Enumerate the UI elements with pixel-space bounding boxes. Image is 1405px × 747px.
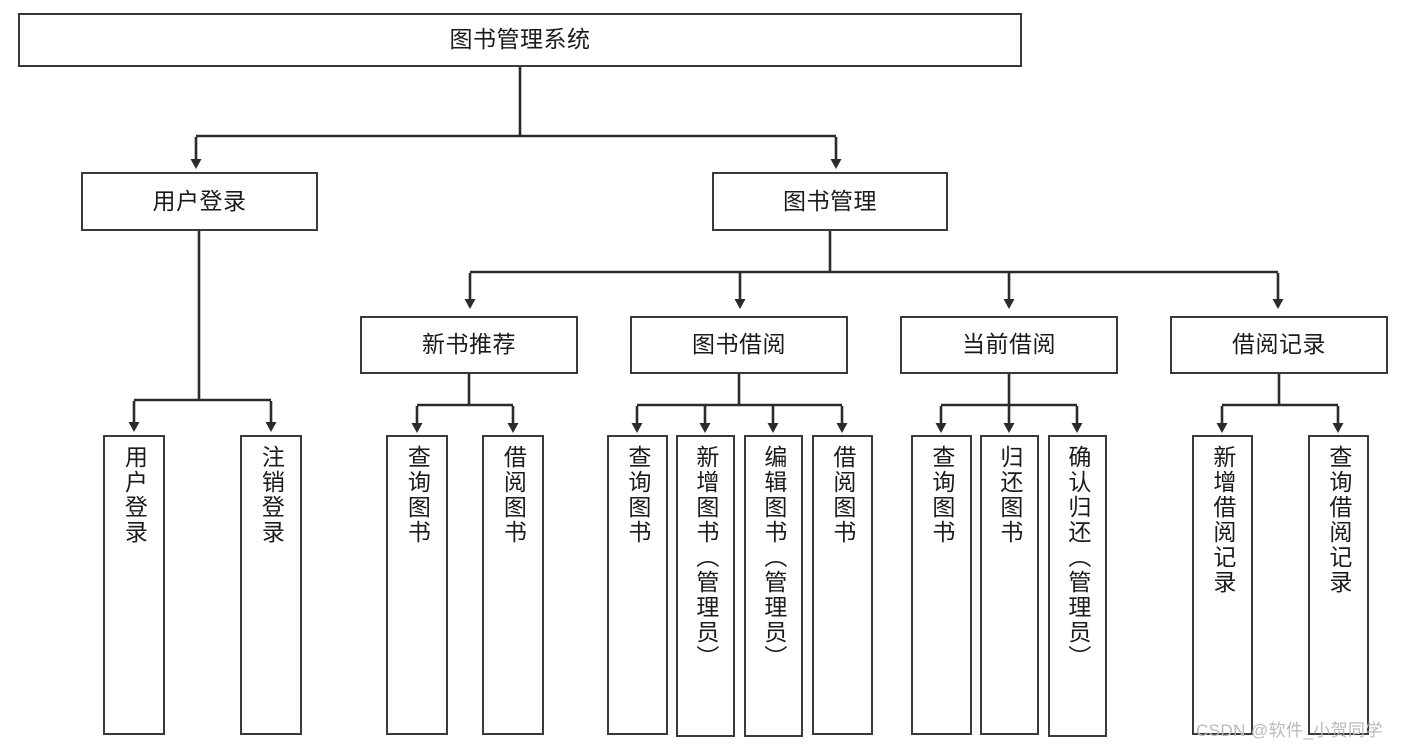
leaf-book-borrow-add[interactable]: 新增图书（管理员） — [676, 435, 735, 737]
node-label: 借阅图书 — [500, 445, 527, 545]
leaf-borrow-record-query[interactable]: 查询借阅记录 — [1308, 435, 1369, 735]
node-label: 查询图书 — [404, 445, 431, 545]
leaf-book-borrow-borrow[interactable]: 借阅图书 — [812, 435, 873, 735]
node-new-book-recommend[interactable]: 新书推荐 — [360, 316, 578, 374]
watermark-text: CSDN @软件_小贺同学 — [1196, 721, 1383, 740]
leaf-new-book-borrow[interactable]: 借阅图书 — [482, 435, 544, 735]
node-root-system[interactable]: 图书管理系统 — [18, 13, 1022, 67]
node-label: 用户登录 — [121, 445, 148, 545]
leaf-current-borrow-return[interactable]: 归还图书 — [980, 435, 1039, 735]
node-label: 查询图书 — [928, 445, 955, 545]
leaf-book-borrow-query[interactable]: 查询图书 — [607, 435, 668, 735]
leaf-user-login-logout[interactable]: 注销登录 — [240, 435, 302, 735]
node-label: 查询借阅记录 — [1325, 445, 1352, 595]
node-label: 新增借阅记录 — [1209, 445, 1236, 595]
leaf-user-login-login[interactable]: 用户登录 — [103, 435, 165, 735]
node-label: 查询图书 — [624, 445, 651, 545]
node-label: 确认归还（管理员） — [1064, 445, 1091, 670]
node-label: 注销登录 — [258, 445, 285, 545]
node-book-management[interactable]: 图书管理 — [712, 172, 948, 231]
node-label: 图书借阅 — [692, 331, 786, 358]
node-label: 图书管理 — [783, 187, 877, 214]
node-label: 新书推荐 — [422, 331, 516, 358]
node-borrow-record[interactable]: 借阅记录 — [1170, 316, 1388, 374]
node-label: 编辑图书（管理员） — [760, 445, 787, 670]
node-label: 归还图书 — [996, 445, 1023, 545]
node-book-borrow[interactable]: 图书借阅 — [630, 316, 848, 374]
leaf-new-book-query[interactable]: 查询图书 — [386, 435, 448, 735]
node-label: 借阅图书 — [829, 445, 856, 545]
node-label: 图书管理系统 — [449, 26, 591, 53]
node-label: 当前借阅 — [962, 331, 1056, 358]
node-current-borrow[interactable]: 当前借阅 — [900, 316, 1118, 374]
node-user-login[interactable]: 用户登录 — [81, 172, 318, 231]
node-label: 新增图书（管理员） — [692, 445, 719, 670]
node-label: 借阅记录 — [1232, 331, 1326, 358]
leaf-current-borrow-query[interactable]: 查询图书 — [911, 435, 972, 735]
leaf-current-borrow-confirm[interactable]: 确认归还（管理员） — [1048, 435, 1107, 737]
leaf-borrow-record-add[interactable]: 新增借阅记录 — [1192, 435, 1253, 735]
node-label: 用户登录 — [152, 187, 247, 214]
leaf-book-borrow-edit[interactable]: 编辑图书（管理员） — [744, 435, 803, 737]
